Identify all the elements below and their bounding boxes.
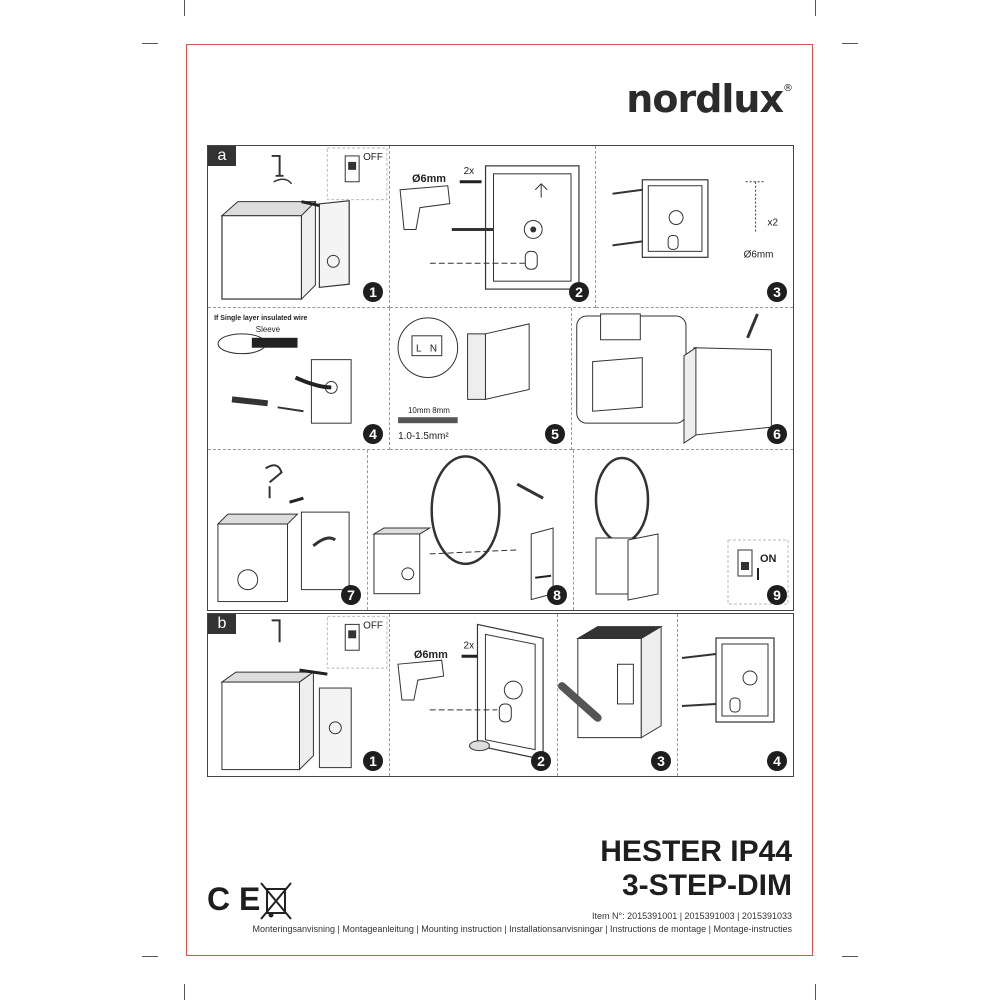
section-b-label: b	[208, 614, 236, 634]
crop-mark	[142, 43, 158, 44]
step-a7-illustration	[216, 464, 350, 603]
language-list: Monteringsanvisning | Montageanleitung |…	[252, 924, 793, 934]
step-b3-panel: 3	[558, 614, 678, 776]
terminal-l-label: L	[416, 344, 422, 355]
product-title: HESTER IP44 3-STEP-DIM	[600, 835, 792, 903]
step-number: 3	[767, 282, 787, 302]
step-a3-panel: x2 Ø6mm 3	[596, 146, 793, 308]
crop-mark	[842, 43, 858, 44]
terminal-n-label: N	[430, 344, 437, 355]
crop-mark	[142, 956, 158, 957]
step-a6-panel: 6	[572, 308, 793, 450]
weee-bin-icon	[260, 882, 292, 920]
registered-mark: ®	[783, 83, 793, 94]
drill-size-label: Ø6mm	[414, 649, 448, 661]
step-a3-illustration: x2 Ø6mm	[612, 179, 779, 260]
step-a5-panel: L N 10mm 8mm 1.0-1.5mm² 5	[390, 308, 572, 450]
step-a2-panel: Ø6mm 2x 2	[390, 146, 596, 308]
section-a: a OFF 1 Ø6mm 2x	[207, 145, 794, 611]
off-label: OFF	[363, 620, 383, 631]
step-b2-panel: Ø6mm 2x 2	[390, 614, 558, 776]
step-b4-panel: 4	[678, 614, 793, 776]
brand-logo-text: nordlux	[626, 77, 784, 121]
step-b1-illustration: OFF	[220, 615, 388, 771]
step-a1-illustration: OFF	[220, 147, 388, 301]
step-number: 6	[767, 424, 787, 444]
step-b3-illustration	[558, 625, 663, 739]
step-a4-panel: If Single layer insulated wire Sleeve 4	[208, 308, 390, 450]
drill-size-label: Ø6mm	[744, 249, 774, 260]
step-number: 2	[531, 751, 551, 771]
crop-mark	[815, 984, 816, 1000]
step-b4-illustration	[681, 637, 775, 723]
step-b1-panel: OFF 1	[208, 614, 390, 776]
step-number: 3	[651, 751, 671, 771]
item-number: Item N°: 2015391001 | 2015391003 | 20153…	[592, 911, 792, 921]
step-number: 7	[341, 585, 361, 605]
step-a9-illustration: ON	[594, 456, 789, 605]
single-layer-label: If Single layer insulated wire	[214, 315, 307, 322]
off-label: OFF	[363, 152, 383, 163]
step-a6-illustration	[576, 313, 772, 444]
step-number: 1	[363, 751, 383, 771]
step-number: 9	[767, 585, 787, 605]
step-a8-panel: 8	[368, 450, 574, 610]
step-a8-illustration	[372, 455, 554, 601]
instruction-sheet: nordlux® a OFF 1 Ø6mm	[186, 44, 813, 956]
times-two-label: 2x	[464, 640, 475, 651]
step-a9-panel: ON 9	[574, 450, 793, 610]
product-name: HESTER IP44	[600, 835, 792, 868]
crop-mark	[184, 0, 185, 16]
step-a2-illustration: Ø6mm 2x	[399, 165, 580, 290]
step-number: 8	[547, 585, 567, 605]
step-a4-illustration: If Single layer insulated wire Sleeve	[214, 315, 352, 424]
times-two-label: x2	[768, 218, 779, 229]
brand-logo: nordlux®	[626, 77, 793, 121]
ce-mark: C E	[207, 881, 261, 917]
step-number: 2	[569, 282, 589, 302]
times-two-label: 2x	[464, 166, 475, 177]
step-number: 1	[363, 282, 383, 302]
step-number: 5	[545, 424, 565, 444]
product-subtitle: 3-STEP-DIM	[621, 869, 792, 902]
step-a5-illustration: L N 10mm 8mm 1.0-1.5mm²	[397, 317, 530, 442]
section-b: b OFF 1 Ø6mm 2x	[207, 613, 794, 777]
step-a1-panel: OFF 1	[208, 146, 390, 308]
on-label: ON	[760, 553, 777, 565]
crop-mark	[815, 0, 816, 16]
section-a-label: a	[208, 146, 236, 166]
strip-length-label: 10mm 8mm	[408, 406, 450, 415]
wire-gauge-label: 1.0-1.5mm²	[398, 431, 449, 442]
step-b2-illustration: Ø6mm 2x	[397, 623, 544, 761]
step-a7-panel: 7	[208, 450, 368, 610]
crop-mark	[842, 956, 858, 957]
step-number: 4	[363, 424, 383, 444]
crop-mark	[184, 984, 185, 1000]
step-number: 4	[767, 751, 787, 771]
drill-size-label: Ø6mm	[412, 173, 446, 185]
sleeve-label: Sleeve	[256, 325, 281, 334]
